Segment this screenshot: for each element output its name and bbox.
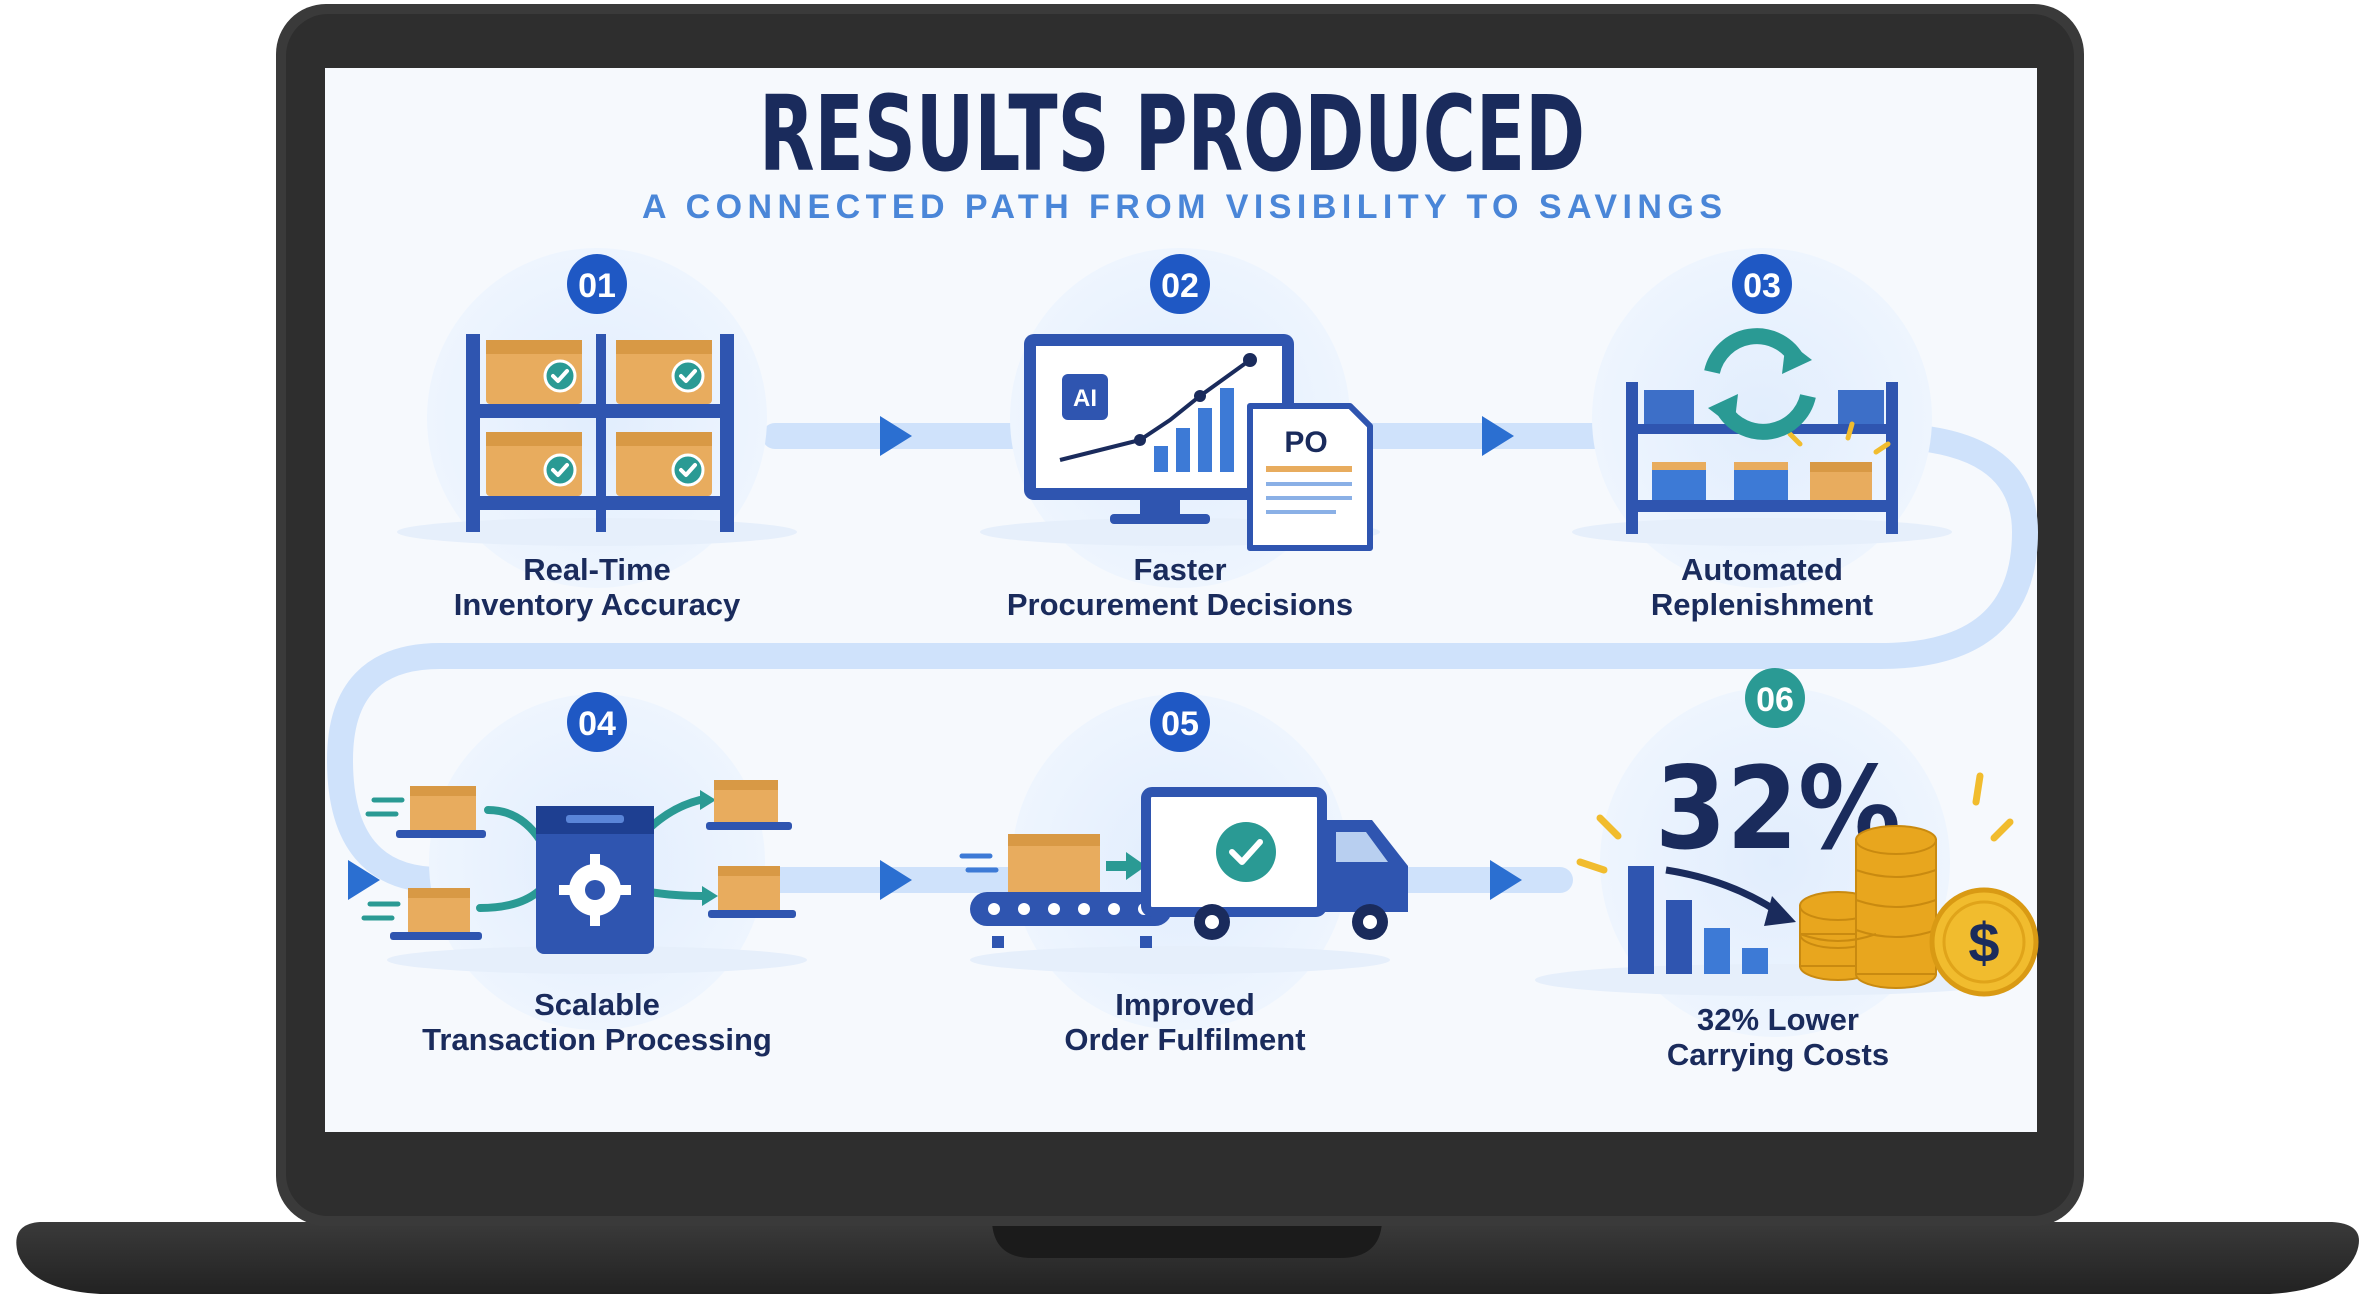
step-badge-05 — [1150, 692, 1210, 752]
refresh-shelves-icon — [1626, 328, 1898, 534]
step-04: 04 — [361, 692, 796, 1057]
step-badge-06 — [1745, 668, 1805, 728]
step-06: 06 32% — [1576, 668, 2039, 1072]
warehouse-shelves-icon — [466, 334, 734, 532]
delivery-truck-icon — [959, 787, 1408, 948]
step-02: 02 AI PO Faster Procurement Decisions — [1007, 254, 1373, 622]
step-label-05-line2: Order Fulfilment — [1064, 1022, 1305, 1057]
step-05: 05 Improved Order Fulfilment — [959, 692, 1408, 1057]
step-label-06-line1: 32% Lower — [1697, 1002, 1859, 1037]
arrow-4-icon — [880, 860, 912, 900]
step-label-04-line1: Scalable — [534, 987, 660, 1022]
gear-processor-icon — [361, 780, 796, 954]
step-label-03-line1: Automated — [1681, 552, 1843, 587]
step-number-04: 04 — [578, 705, 616, 743]
connecting-path — [327, 423, 2038, 893]
step-label-05-line1: Improved — [1115, 987, 1255, 1022]
laptop-base — [16, 1222, 2360, 1294]
coins-savings-icon: $ — [1576, 772, 2039, 997]
ai-chip-label: AI — [1073, 385, 1097, 412]
step-number-06: 06 — [1756, 681, 1794, 719]
step-label-03-line2: Replenishment — [1651, 587, 1873, 622]
dollar-sign: $ — [1968, 911, 1999, 974]
page-subtitle: A CONNECTED PATH FROM VISIBILITY TO SAVI… — [642, 188, 1722, 226]
step-badge-03 — [1732, 254, 1792, 314]
step-number-03: 03 — [1743, 267, 1781, 305]
step-label-02-line1: Faster — [1133, 552, 1226, 587]
ai-monitor-purchase-order-icon: AI PO — [1024, 334, 1373, 551]
step-label-04-line2: Transaction Processing — [422, 1022, 772, 1057]
arrow-5-icon — [1490, 860, 1522, 900]
step-label-02-line2: Procurement Decisions — [1007, 587, 1353, 622]
step-number-05: 05 — [1161, 705, 1199, 743]
step-number-01: 01 — [578, 267, 616, 305]
step-01: 01 Real-Time Inventory Accu — [454, 254, 741, 622]
arrow-3-icon — [348, 860, 380, 900]
arrow-1-icon — [880, 416, 912, 456]
po-document-label: PO — [1284, 426, 1327, 459]
step-label-01-line1: Real-Time — [523, 552, 671, 587]
step-badge-02 — [1150, 254, 1210, 314]
step-badge-01 — [567, 254, 627, 314]
arrow-2-icon — [1482, 416, 1514, 456]
step-03: 03 Automated Replenishment — [1626, 254, 1898, 622]
step-label-01-line2: Inventory Accuracy — [454, 587, 741, 622]
page-title: RESULTS PRODUCED — [759, 73, 1585, 195]
step-label-06-line2: Carrying Costs — [1667, 1037, 1889, 1072]
step-badge-04 — [567, 692, 627, 752]
path-arrows — [348, 416, 1522, 900]
step-number-02: 02 — [1161, 267, 1199, 305]
